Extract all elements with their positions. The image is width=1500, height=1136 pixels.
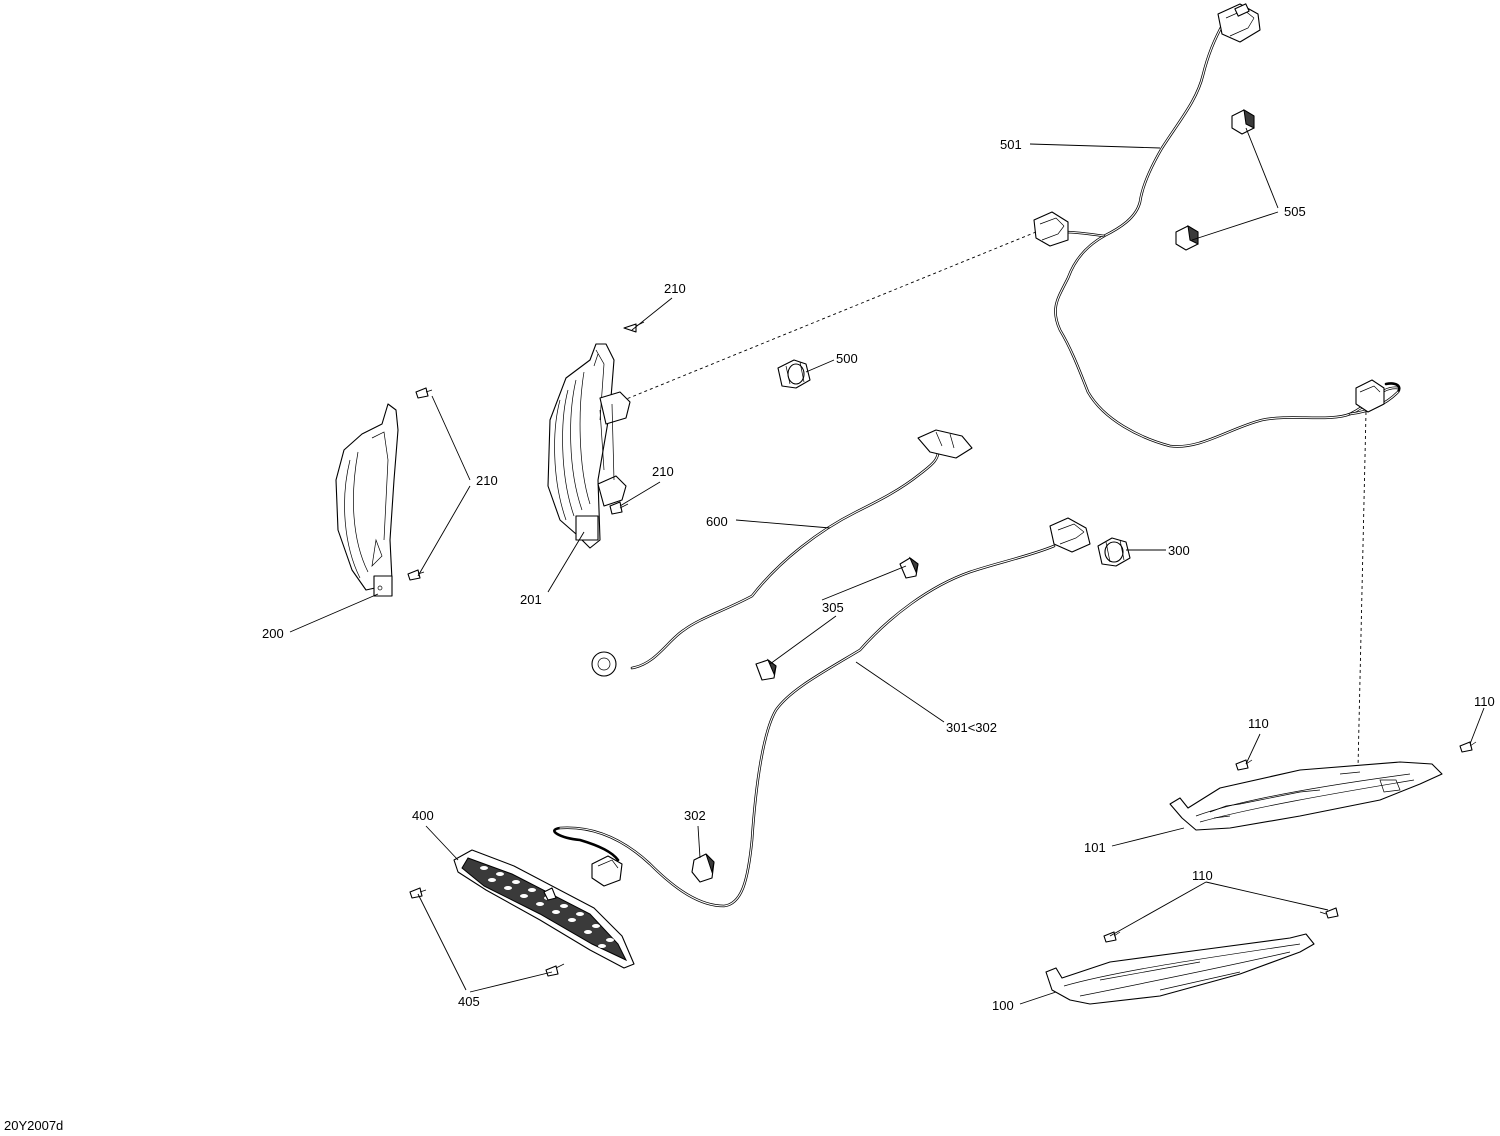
callout-210-mid: 210 xyxy=(652,464,674,479)
lamp-200 xyxy=(335,403,399,597)
harness-600 xyxy=(591,429,973,677)
harness-connector-lower xyxy=(1355,379,1385,413)
callout-300: 300 xyxy=(1168,543,1190,558)
callout-302: 302 xyxy=(684,808,706,823)
harness-connector-top xyxy=(1217,3,1261,43)
screw-210-lower-left xyxy=(407,569,425,581)
leader-lines xyxy=(289,127,1485,1005)
screw-110-a xyxy=(1235,759,1253,771)
callout-400: 400 xyxy=(412,808,434,823)
screw-210-top xyxy=(623,321,645,333)
callout-210-left-pair: 210 xyxy=(476,473,498,488)
callout-101: 101 xyxy=(1084,840,1106,855)
alignment-line-harness-to-201 xyxy=(623,231,1037,401)
callout-501: 501 xyxy=(1000,137,1022,152)
cap-505-lower xyxy=(1175,225,1199,251)
lamp-101 xyxy=(1169,761,1443,831)
callout-110-c: 110 xyxy=(1192,868,1213,883)
harness-301 xyxy=(553,517,1091,908)
harness-connector-middle xyxy=(1033,211,1069,247)
screw-110-b xyxy=(1459,741,1477,753)
grille-400 xyxy=(453,849,635,969)
callout-110-a: 110 xyxy=(1248,716,1269,731)
diagram-reference-id: 20Y2007d xyxy=(4,1118,63,1133)
screw-110-d xyxy=(1319,907,1339,919)
clip-305-lower xyxy=(755,658,777,681)
callout-505: 505 xyxy=(1284,204,1306,219)
screw-110-c xyxy=(1103,931,1121,943)
screw-210-mid xyxy=(609,501,629,515)
callout-600: 600 xyxy=(706,514,728,529)
lamp-201 xyxy=(547,343,631,549)
callout-500: 500 xyxy=(836,351,858,366)
alignment-line-harness-to-101 xyxy=(1357,411,1367,769)
screw-405-left xyxy=(409,887,427,899)
cap-505-upper xyxy=(1231,109,1255,135)
callout-110-b: 110 xyxy=(1474,694,1495,709)
clip-302 xyxy=(691,853,715,883)
socket-500 xyxy=(777,359,811,389)
callout-405: 405 xyxy=(458,994,480,1009)
callout-200: 200 xyxy=(262,626,284,641)
callout-201: 201 xyxy=(520,592,542,607)
callout-100: 100 xyxy=(992,998,1014,1013)
callout-305: 305 xyxy=(822,600,844,615)
callout-210-top: 210 xyxy=(664,281,686,296)
callout-301-302: 301<302 xyxy=(946,720,997,735)
harness-501 xyxy=(1054,20,1401,448)
socket-300 xyxy=(1097,537,1131,567)
screw-405-right xyxy=(545,963,565,977)
lamp-100 xyxy=(1045,933,1315,1005)
clip-305-upper xyxy=(899,556,919,579)
screw-210-upper-left xyxy=(415,387,433,399)
